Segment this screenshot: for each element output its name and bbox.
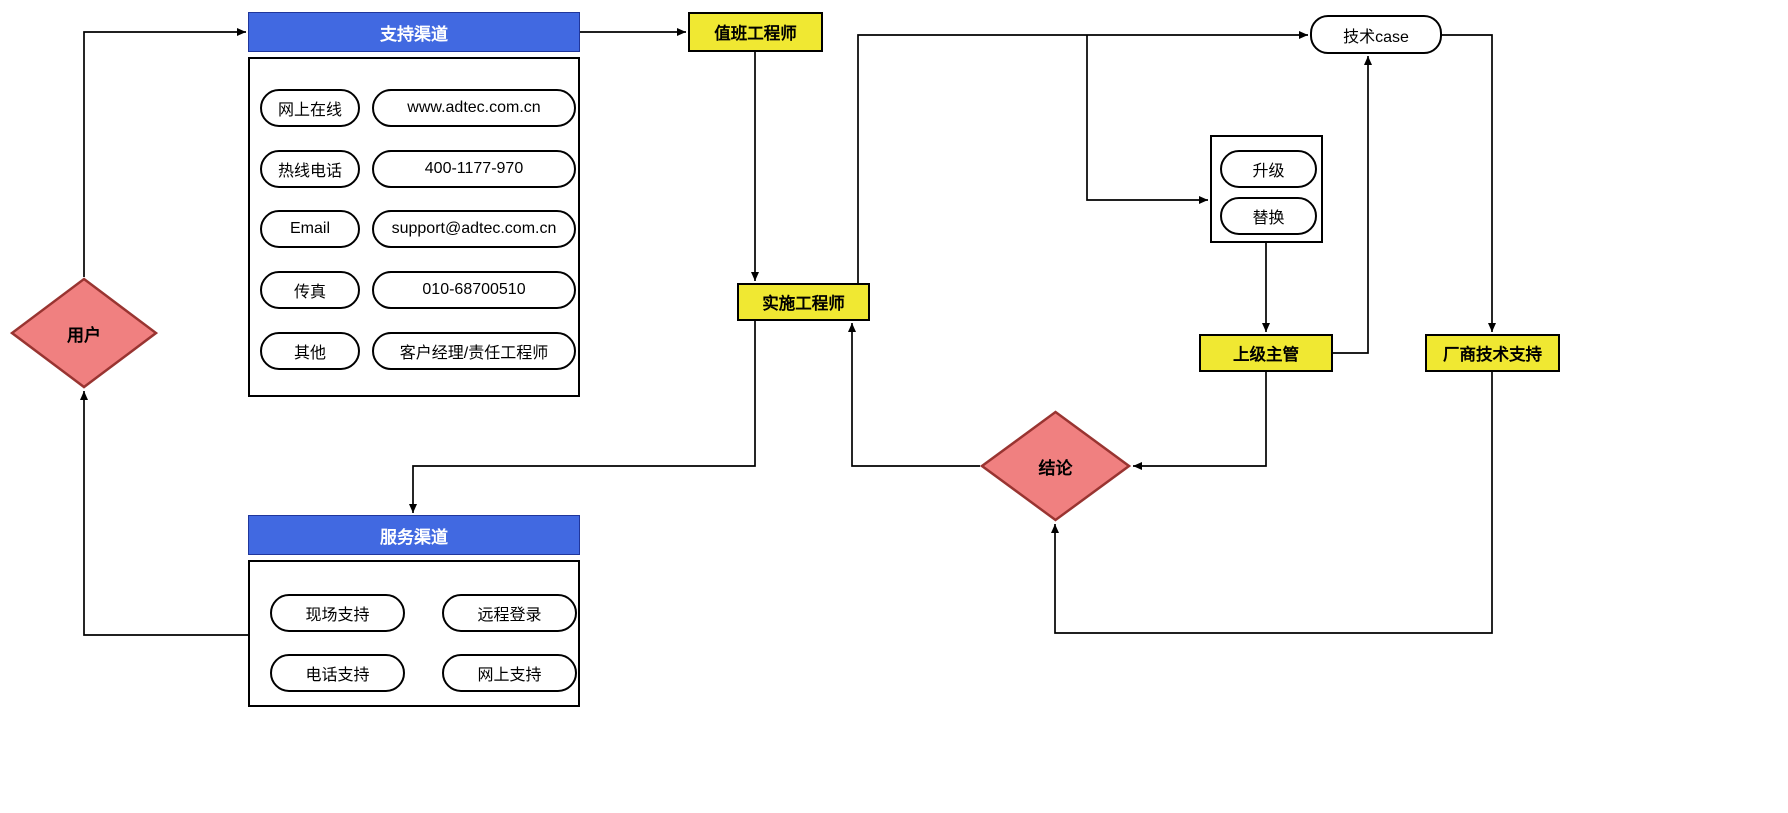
- supervisor-label: 上级主管: [1233, 346, 1299, 364]
- service-option-pill: 现场支持: [270, 594, 405, 632]
- node-service-channel-header: 服务渠道: [248, 515, 580, 555]
- service-option-pill: 网上支持: [442, 654, 577, 692]
- option-pill-replace: 替换: [1220, 197, 1317, 235]
- tech-case-label: 技术case: [1343, 28, 1409, 46]
- channel-value-pill: 客户经理/责任工程师: [372, 332, 576, 370]
- node-supervisor: 上级主管: [1199, 334, 1333, 372]
- implementation-engineer-label: 实施工程师: [762, 295, 845, 313]
- service-channel-panel: 现场支持 远程登录 电话支持 网上支持: [248, 560, 580, 707]
- option-pill-upgrade: 升级: [1220, 150, 1317, 188]
- duty-engineer-label: 值班工程师: [714, 25, 797, 43]
- escalation-options-panel: 升级 替换: [1210, 135, 1323, 243]
- edge-supervisor-to-conclusion: [1133, 372, 1267, 470]
- user-diamond-shape: [10, 277, 158, 389]
- node-vendor-support: 厂商技术支持: [1425, 334, 1560, 372]
- channel-type-pill: 网上在线: [260, 89, 360, 127]
- edge-user-to-support-channel: [83, 28, 246, 277]
- channel-value-pill: support@adtec.com.cn: [372, 210, 576, 248]
- channel-type-pill: 热线电话: [260, 150, 360, 188]
- service-channel-title: 服务渠道: [380, 527, 448, 547]
- edge-conclusion-to-implementation-engineer: [848, 323, 980, 467]
- node-user-label: 用户: [67, 325, 101, 345]
- channel-type-pill: Email: [260, 210, 360, 248]
- support-channel-panel: 网上在线 www.adtec.com.cn 热线电话 400-1177-970 …: [248, 57, 580, 397]
- vendor-support-label: 厂商技术支持: [1443, 346, 1542, 364]
- node-implementation-engineer: 实施工程师: [737, 283, 870, 321]
- conclusion-diamond-shape: [980, 410, 1131, 522]
- channel-value-pill: 010-68700510: [372, 271, 576, 309]
- channel-value-pill: www.adtec.com.cn: [372, 89, 576, 127]
- node-conclusion-label: 结论: [1038, 458, 1073, 478]
- edge-tech-case-to-vendor-support: [1442, 34, 1496, 332]
- node-tech-case: 技术case: [1310, 15, 1442, 54]
- edge-service-channel-to-user: [80, 391, 248, 636]
- channel-type-pill: 传真: [260, 271, 360, 309]
- service-option-pill: 远程登录: [442, 594, 577, 632]
- channel-type-pill: 其他: [260, 332, 360, 370]
- node-support-channel-header: 支持渠道: [248, 12, 580, 52]
- edge-branch-to-escalation-options: [1086, 35, 1208, 204]
- service-option-pill: 电话支持: [270, 654, 405, 692]
- support-channel-title: 支持渠道: [380, 24, 448, 44]
- node-conclusion: 结论: [980, 410, 1131, 522]
- node-user: 用户: [10, 277, 158, 389]
- channel-value-pill: 400-1177-970: [372, 150, 576, 188]
- node-duty-engineer: 值班工程师: [688, 12, 823, 52]
- edge-supervisor-to-tech-case: [1333, 56, 1372, 354]
